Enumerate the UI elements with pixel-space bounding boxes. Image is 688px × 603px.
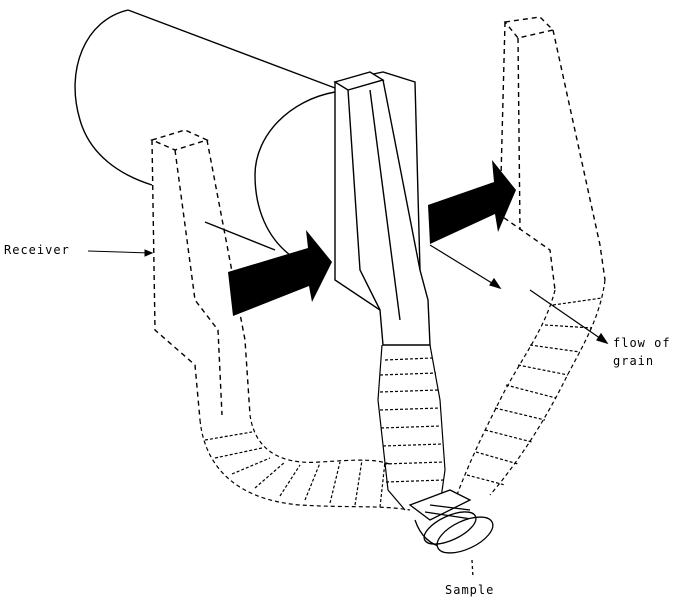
flow-direction-arrows [429, 244, 609, 345]
cylinder-pipe [74, 9, 336, 256]
right-airflow-arrow [428, 160, 516, 244]
hoses [199, 279, 606, 511]
receiver-label: Receiver [4, 243, 70, 257]
right-receiver [499, 16, 606, 291]
sample-nozzle [408, 489, 494, 579]
left-receiver [149, 129, 251, 421]
flow-of-grain-label-line2: grain [613, 354, 655, 368]
right-hose [454, 279, 606, 501]
left-airflow-arrow [228, 230, 332, 316]
receiver-leader-line [87, 249, 154, 257]
flow-of-grain-label-line1: flow of [613, 336, 671, 350]
airflow-arrows [228, 160, 516, 316]
sample-label: Sample [445, 583, 495, 597]
center-receiver [333, 71, 431, 346]
left-hose [199, 414, 411, 511]
